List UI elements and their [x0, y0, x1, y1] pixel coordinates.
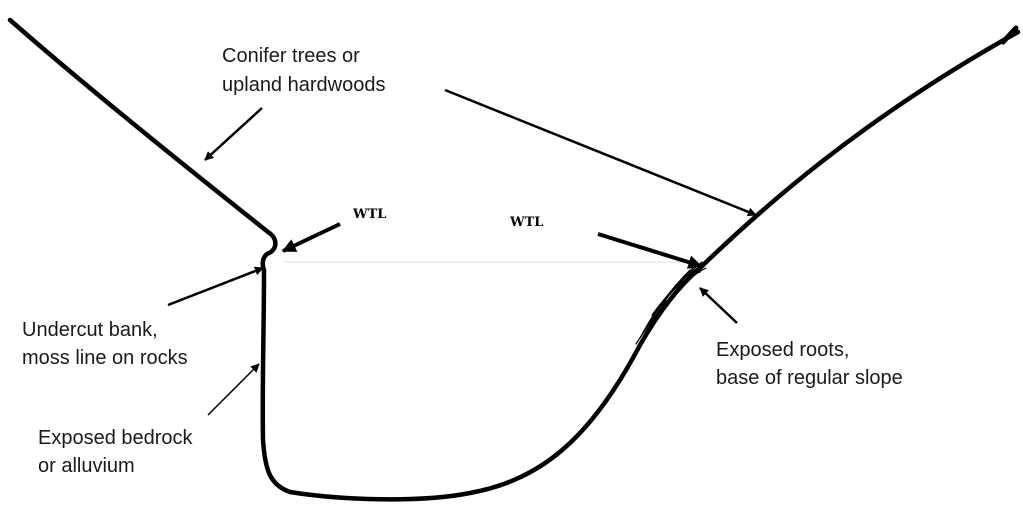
arrow-undercut — [167, 266, 264, 307]
arrow-wtl-left — [281, 222, 341, 253]
exposed-roots-sketch — [635, 261, 707, 345]
arrow-roots — [699, 287, 738, 324]
arrow-conifer-left — [204, 107, 263, 161]
label-bedrock-line2: or alluvium — [38, 455, 135, 477]
label-wtl-left: WTL — [352, 207, 386, 222]
label-bedrock-line1: Exposed bedrock — [38, 427, 194, 449]
label-undercut-line2: moss line on rocks — [22, 347, 188, 369]
slope-end-tick — [1000, 25, 1019, 45]
label-undercut-line1: Undercut bank, — [22, 319, 158, 341]
label-wtl-right: WTL — [509, 215, 543, 230]
arrow-conifer-right — [444, 88, 757, 217]
label-conifer-line1: Conifer trees or — [222, 45, 360, 67]
arrow-bedrock — [207, 363, 260, 416]
label-conifer-line2: upland hardwoods — [222, 74, 385, 96]
label-roots-line1: Exposed roots, — [716, 339, 849, 361]
label-roots-line2: base of regular slope — [716, 367, 903, 389]
arrow-wtl-right — [597, 232, 703, 269]
